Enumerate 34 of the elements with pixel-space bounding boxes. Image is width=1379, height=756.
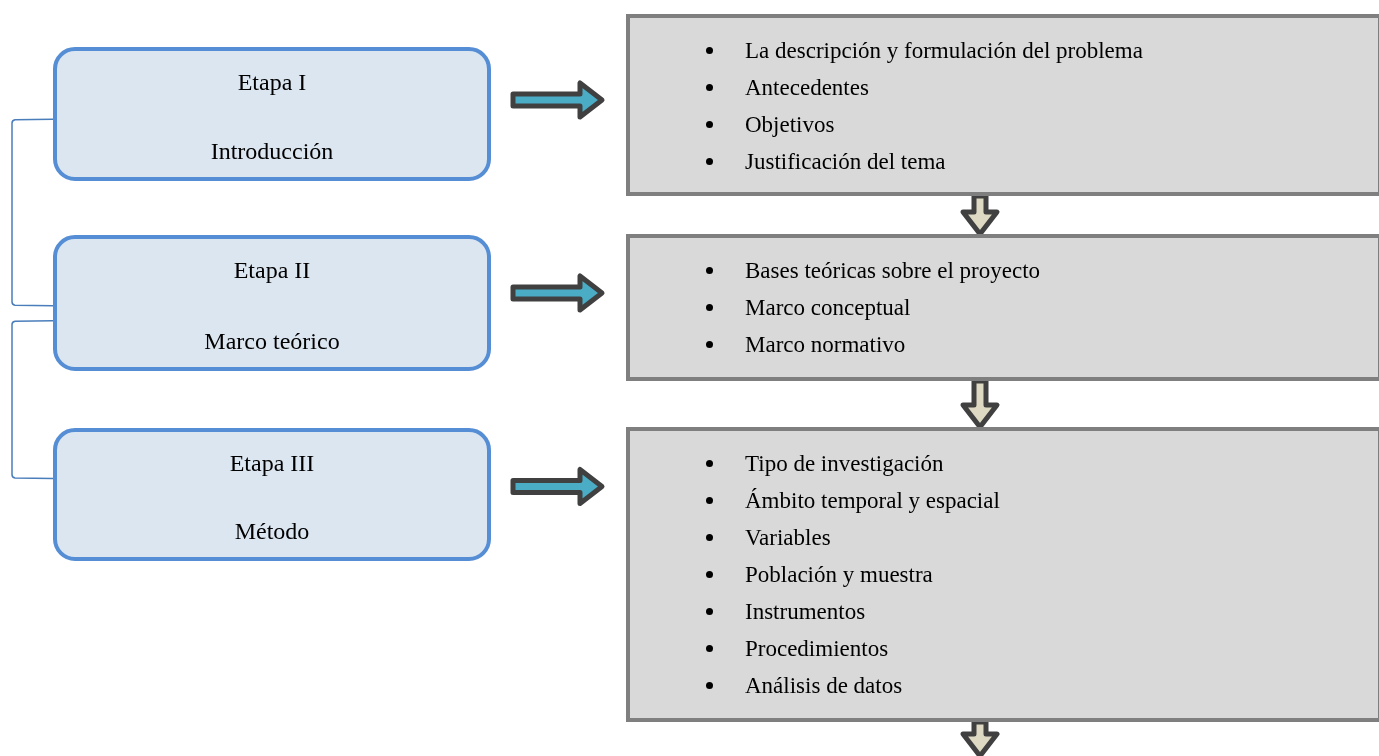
list-item: Tipo de investigación: [745, 450, 944, 477]
list-item: Población y muestra: [745, 561, 933, 588]
list-item: Análisis de datos: [745, 672, 903, 699]
block-arrow: [960, 193, 1000, 237]
stage-box: [53, 428, 491, 561]
stage-box: [53, 47, 491, 181]
block-arrow: [510, 80, 605, 120]
block-arrow: [510, 467, 605, 506]
content-box: [626, 14, 1379, 196]
list-item: Marco normativo: [745, 331, 906, 358]
list-item: Instrumentos: [745, 598, 866, 625]
list-item: Antecedentes: [745, 74, 869, 101]
stage-title: Etapa I: [237, 69, 307, 96]
list-item: Marco conceptual: [745, 294, 911, 321]
list-item: Justificación del tema: [745, 148, 946, 175]
list-item: Ámbito temporal y espacial: [745, 487, 1000, 514]
stage-title: Etapa II: [233, 257, 311, 284]
bracket-line: [11, 319, 54, 480]
stage-name: Marco teórico: [204, 328, 340, 355]
list-item: La descripción y formulación del problema: [745, 37, 1143, 64]
list-item: Procedimientos: [745, 635, 889, 662]
stage-name: Introducción: [210, 138, 334, 165]
list-item: Variables: [745, 524, 831, 551]
bracket-line: [11, 118, 54, 307]
block-arrow: [510, 273, 605, 313]
list-item: Objetivos: [745, 111, 835, 138]
content-box: [626, 427, 1379, 722]
stage-name: Método: [234, 518, 310, 545]
list-item: Bases teóricas sobre el proyecto: [745, 257, 1041, 284]
stage-box: [53, 235, 491, 371]
block-arrow: [960, 378, 1000, 430]
block-arrow: [960, 719, 1000, 756]
content-box: [626, 234, 1379, 381]
stage-title: Etapa III: [229, 450, 315, 477]
